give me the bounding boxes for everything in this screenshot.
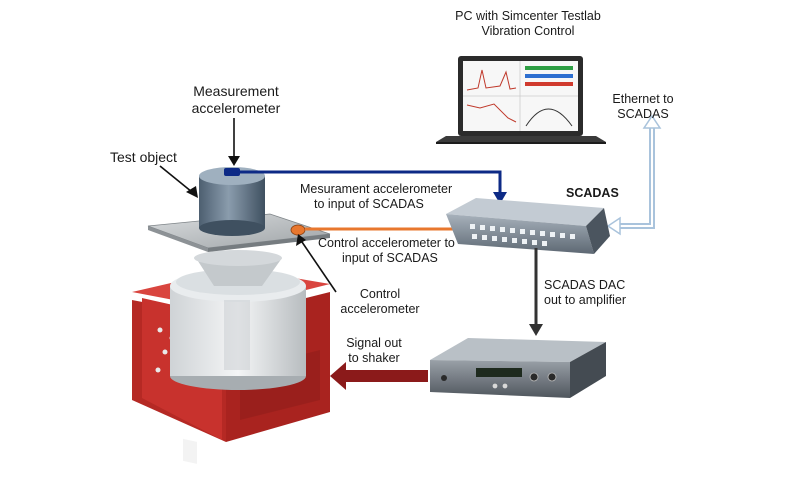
amplifier — [430, 338, 606, 398]
mesurament-input-label: Mesurament accelerometer to input of SCA… — [300, 182, 452, 212]
mesurament-label-line1: Mesurament accelerometer — [300, 182, 453, 196]
control-accelerometer-label: Control accelerometer — [332, 287, 428, 317]
callout-control — [301, 241, 337, 293]
ethernet-link — [618, 124, 655, 229]
dac-label-line1: SCADAS DAC — [544, 278, 626, 292]
control-label-line1: Control — [359, 287, 401, 301]
dac-label: SCADAS DAC out to amplifier — [544, 278, 626, 308]
ethernet-label-line2: SCADAS — [617, 107, 669, 121]
measurement-label-line2: accelerometer — [191, 100, 281, 116]
mesurament-label-line2: to input of SCADAS — [314, 197, 424, 211]
signal-out-label-line1: Signal out — [346, 336, 402, 350]
ethernet-label-line1: Ethernet to — [612, 92, 674, 106]
measurement-accelerometer-sensor — [224, 168, 240, 176]
signal-out-label-line2: to shaker — [348, 351, 400, 365]
signal-out-arrow-shaft — [344, 370, 428, 382]
laptop — [436, 56, 606, 144]
measurement-accelerometer-label: Measurement accelerometer — [176, 83, 296, 117]
test-object-label: Test object — [110, 149, 177, 165]
head-expander — [194, 250, 282, 286]
control-input-label-line2: input of SCADAS — [342, 251, 438, 265]
signal-out-arrow-head — [330, 362, 346, 390]
control-input-label-line1: Control accelerometer to — [318, 236, 455, 250]
pc-label-line2: Vibration Control — [481, 24, 575, 38]
ethernet-label: Ethernet to SCADAS — [598, 92, 688, 122]
control-label-line2: accelerometer — [340, 302, 420, 316]
signal-out-label: Signal out to shaker — [336, 336, 412, 366]
dac-label-line2: out to amplifier — [544, 293, 626, 307]
test-object — [199, 167, 265, 236]
scadas-label: SCADAS — [566, 186, 619, 200]
shaker-label-plate — [183, 438, 197, 464]
control-accelerometer-sensor — [290, 224, 306, 236]
laptop-base — [436, 136, 606, 142]
control-input-label: Control accelerometer to input of SCADAS — [318, 236, 455, 266]
amplifier-display — [476, 368, 522, 377]
pc-label: PC with Simcenter Testlab Vibration Cont… — [436, 9, 620, 39]
measurement-signal-line — [240, 170, 502, 196]
callout-test-object — [159, 165, 193, 193]
scadas-device — [446, 198, 610, 254]
pc-label-line1: PC with Simcenter Testlab — [455, 9, 601, 23]
shaker-armature — [170, 269, 306, 390]
measurement-label-line1: Measurement — [193, 83, 279, 99]
